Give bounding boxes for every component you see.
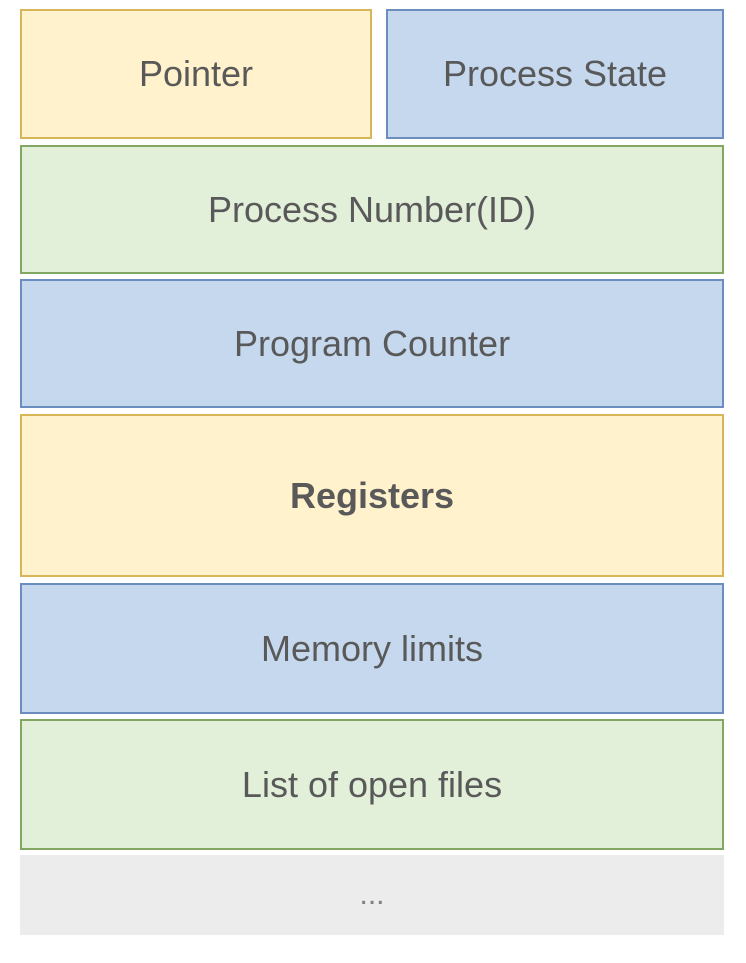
registers-label: Registers	[289, 474, 455, 516]
memory-limits-block: Memory limits	[20, 583, 724, 714]
process-state-label: Process State	[442, 53, 668, 94]
more-fields-block: ...	[20, 855, 724, 935]
program-counter-label: Program Counter	[233, 322, 511, 364]
process-number-block: Process Number(ID)	[20, 145, 724, 274]
pointer-label: Pointer	[138, 53, 254, 94]
pointer-block: Pointer	[20, 9, 372, 139]
memory-limits-label: Memory limits	[261, 627, 483, 669]
process-state-block: Process State	[386, 9, 724, 139]
process-number-label: Process Number(ID)	[207, 188, 537, 230]
program-counter-block: Program Counter	[20, 279, 724, 408]
open-files-block: List of open files	[20, 719, 724, 850]
more-fields-label: ...	[359, 878, 385, 911]
open-files-label: List of open files	[241, 763, 503, 805]
registers-block: Registers	[20, 414, 724, 577]
